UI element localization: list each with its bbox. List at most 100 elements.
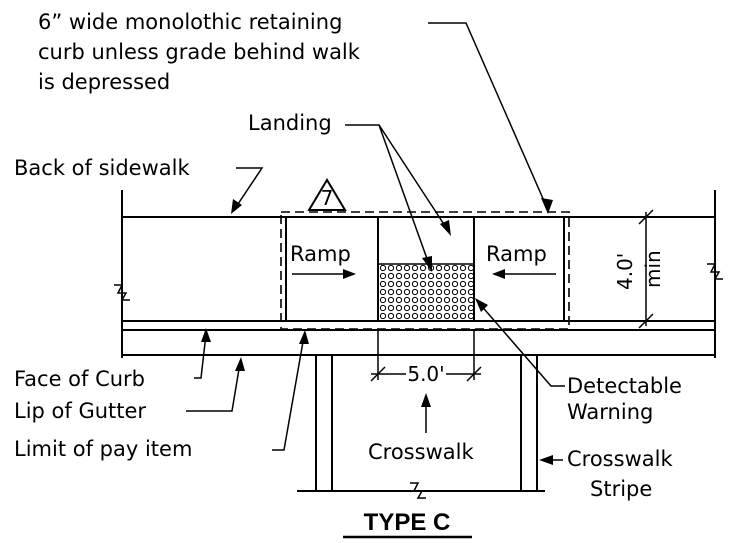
dome-dot (451, 312, 459, 320)
dome-dot (467, 296, 475, 304)
dome-dot (379, 272, 387, 280)
dome-dot (379, 280, 387, 288)
crosswalk-stripe-line2: Stripe (590, 477, 652, 501)
revision-number: 7 (321, 186, 334, 210)
dome-dot (419, 264, 427, 272)
dome-dot (387, 280, 395, 288)
dome-dot (387, 264, 395, 272)
dome-dot (435, 272, 443, 280)
dome-dot (435, 312, 443, 320)
face-of-curb-label: Face of Curb (14, 367, 145, 391)
dome-dot (395, 288, 403, 296)
dome-dot (435, 288, 443, 296)
dome-dot (411, 296, 419, 304)
dome-dot (451, 280, 459, 288)
dome-dot (419, 296, 427, 304)
dome-dot (427, 304, 435, 312)
dome-dot (403, 272, 411, 280)
dome-dot (443, 264, 451, 272)
back-of-sidewalk-leader (231, 167, 264, 214)
dome-dot (443, 312, 451, 320)
dome-dot (403, 296, 411, 304)
dome-dot (459, 264, 467, 272)
dome-dot (451, 272, 459, 280)
dome-dot (459, 272, 467, 280)
dome-dot (443, 288, 451, 296)
landing-leader (345, 124, 451, 272)
dome-dot (403, 280, 411, 288)
min-width-dimension (600, 209, 660, 329)
dome-dot (387, 288, 395, 296)
detectable-warning-line2: Warning (567, 400, 653, 424)
dome-dot (411, 264, 419, 272)
limit-of-pay-item-label: Limit of pay item (14, 437, 192, 461)
ramp-right-arrow (492, 269, 556, 279)
dome-dot (419, 312, 427, 320)
dome-dot (403, 304, 411, 312)
dome-dot (411, 288, 419, 296)
ramp-right-label: Ramp (486, 242, 547, 266)
dome-dot (379, 296, 387, 304)
dome-dot (395, 296, 403, 304)
detectable-warning-grid (377, 263, 475, 322)
dome-dot (451, 304, 459, 312)
dome-dot (395, 304, 403, 312)
dome-dot (419, 288, 427, 296)
dome-dot (403, 264, 411, 272)
dome-dot (427, 280, 435, 288)
face-of-curb-leader (194, 328, 211, 379)
dome-dot (459, 312, 467, 320)
dome-dot (435, 264, 443, 272)
lip-of-gutter-label: Lip of Gutter (14, 399, 146, 423)
dome-dot (467, 280, 475, 288)
dome-dot (443, 280, 451, 288)
dome-dot (411, 312, 419, 320)
dome-dot (379, 312, 387, 320)
dome-dot (451, 264, 459, 272)
curb-note-line2: curb unless grade behind walk (38, 40, 361, 64)
dome-dot (387, 296, 395, 304)
curb-note-line1: 6” wide monolothic retaining (38, 10, 342, 34)
dome-dot (443, 304, 451, 312)
sidewalk-outline (114, 190, 723, 358)
dome-dot (435, 280, 443, 288)
dome-dot (387, 312, 395, 320)
detectable-warning-line1: Detectable (567, 374, 682, 398)
dome-dot (427, 288, 435, 296)
dome-dot (379, 288, 387, 296)
lip-of-gutter-leader (186, 357, 245, 412)
dome-dot (387, 304, 395, 312)
landing-width-dimension (370, 330, 482, 382)
crosswalk-label: Crosswalk (368, 440, 474, 464)
landing-label: Landing (248, 111, 332, 135)
dome-dot (443, 272, 451, 280)
ramp-area (280, 211, 570, 330)
dome-dot (411, 304, 419, 312)
crosswalk-stripes (297, 355, 545, 499)
dome-dot (379, 264, 387, 272)
dome-dot (419, 304, 427, 312)
dome-dot (419, 272, 427, 280)
dome-dot (427, 312, 435, 320)
dome-dot (467, 264, 475, 272)
dome-dot (459, 296, 467, 304)
curb-note-line3: is depressed (38, 70, 170, 94)
detectable-warning-leader (475, 298, 565, 387)
dome-dot (379, 304, 387, 312)
dome-dot (411, 272, 419, 280)
dome-dot (459, 280, 467, 288)
limit-of-pay-item-leader (272, 330, 309, 451)
ramp-left-arrow (292, 269, 356, 279)
dome-dot (395, 272, 403, 280)
dome-dot (411, 280, 419, 288)
dome-dot (419, 280, 427, 288)
dome-dot (451, 296, 459, 304)
dome-dot (387, 272, 395, 280)
dome-dot (467, 312, 475, 320)
dome-dot (467, 272, 475, 280)
ramp-left-label: Ramp (290, 242, 351, 266)
landing-width-value: 5.0' (407, 362, 444, 386)
min-width-suffix: min (641, 250, 665, 288)
crosswalk-arrow (421, 393, 431, 433)
